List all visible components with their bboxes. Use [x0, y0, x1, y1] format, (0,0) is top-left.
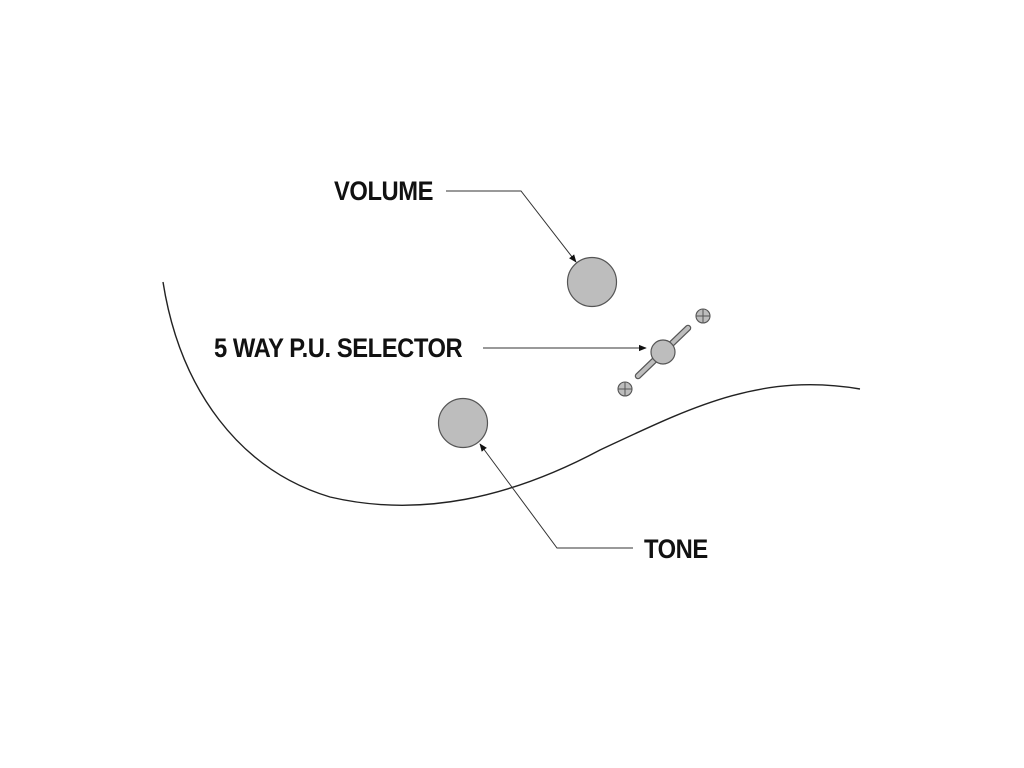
screw-top — [695, 308, 711, 324]
volume-leader-line — [446, 190, 577, 263]
tone-label: TONE — [644, 534, 708, 564]
selector-knob[interactable] — [650, 339, 676, 365]
tone-leader-line — [479, 443, 633, 549]
selector-label: 5 WAY P.U. SELECTOR — [214, 333, 463, 363]
volume-label: VOLUME — [334, 176, 434, 206]
volume-knob[interactable] — [566, 256, 618, 308]
screw-bottom — [617, 381, 633, 397]
selector-switch[interactable] — [634, 324, 692, 380]
tone-knob[interactable] — [437, 397, 489, 449]
guitar-body-outline — [162, 281, 861, 506]
